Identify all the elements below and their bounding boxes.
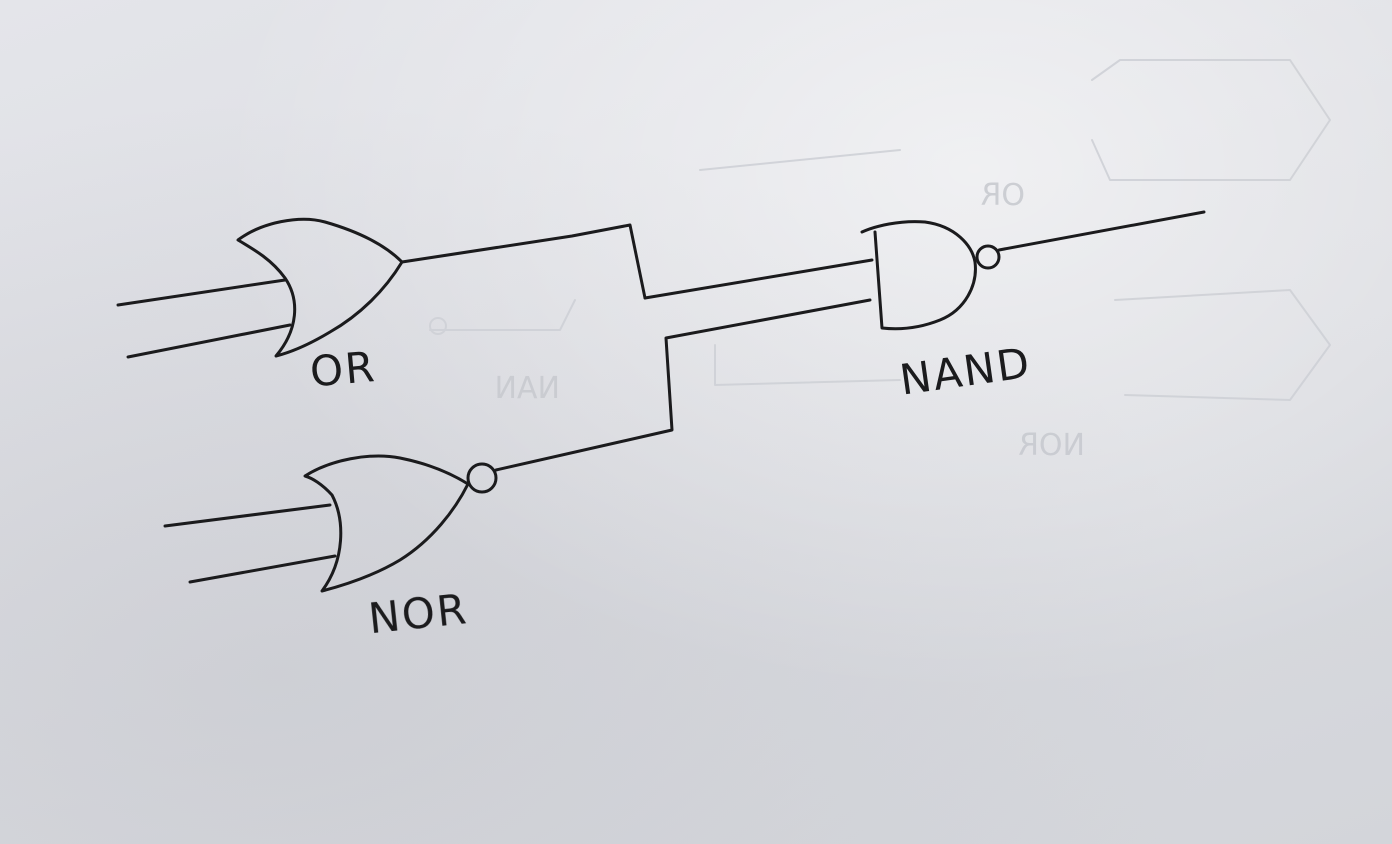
nor-gate [163,298,872,593]
nand-gate-input-a [643,258,874,300]
nor-gate-inversion-bubble [466,462,498,494]
nor-gate-body [303,454,470,593]
or-gate-label: OR [308,342,378,397]
or-gate-output-wire [400,223,647,300]
nor-gate-output-wire [494,298,872,472]
nor-gate-label: NOR [366,584,470,643]
show-through-marks: NAN NOR OR [429,59,1331,463]
ghost-wire-2 [714,344,901,386]
ghost-gate-3 [429,299,576,331]
nor-gate-input-b [188,554,337,584]
nor-gate-input-a [163,503,332,528]
nand-gate-body [860,220,977,331]
ghost-label-3: OR [981,178,1025,213]
or-gate-input-b [126,323,292,359]
ghost-gate-2 [1114,289,1331,401]
nand-gate-output-wire [997,210,1206,252]
nand-gate [643,210,1206,331]
ghost-label-1: NAN [495,371,560,406]
or-gate-body [236,217,404,358]
or-gate-input-a [116,278,287,307]
ghost-label-2: NOR [1018,428,1085,463]
ghost-bubble [429,317,447,335]
nand-gate-inversion-bubble [975,244,1001,270]
nand-gate-label: NAND [897,338,1034,405]
ghost-gate-1 [1091,59,1331,181]
ghost-wire-1 [699,149,901,171]
or-gate [116,217,647,359]
